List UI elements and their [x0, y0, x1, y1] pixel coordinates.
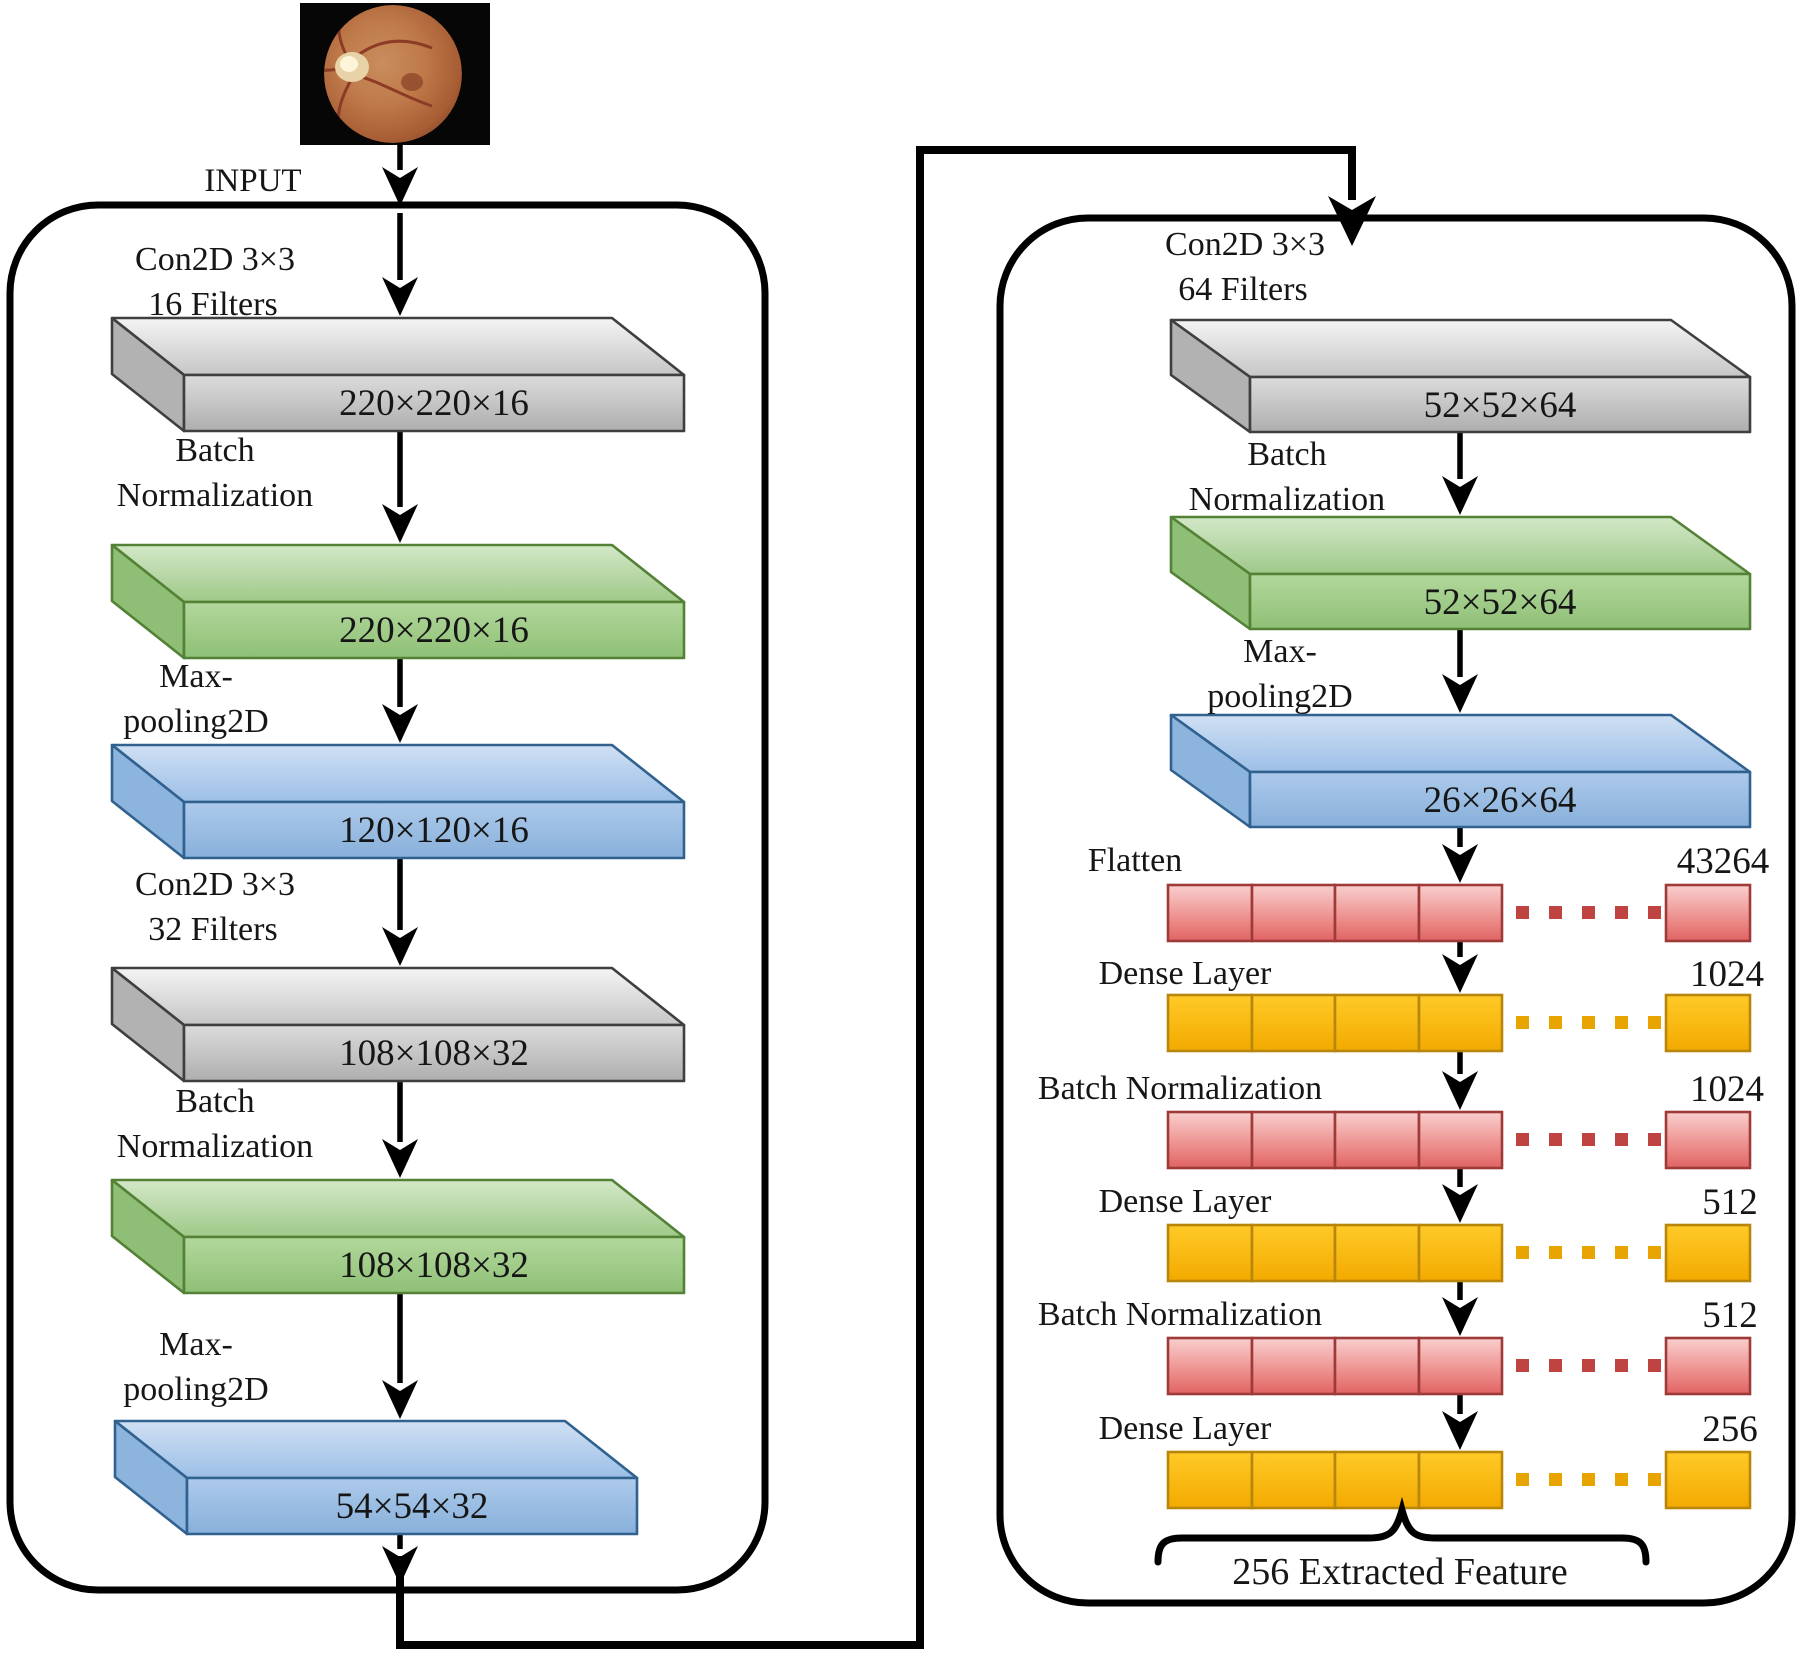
panel-connector-line [396, 146, 1376, 1649]
dense3-units: 256 [1702, 1409, 1758, 1450]
right-conv-dim: 52×52×64 [1423, 385, 1577, 426]
output-brace [1154, 1496, 1650, 1566]
bn2-slab [110, 1178, 686, 1295]
left-conv1-dim: 220×220×16 [339, 383, 529, 424]
left-pool1-label-line2: pooling2D [123, 703, 269, 740]
optic-disc-highlight [340, 56, 358, 72]
pool3-slab [1169, 713, 1752, 829]
dense2-ellipsis-dots [1516, 1246, 1661, 1259]
bn5-units: 512 [1702, 1295, 1758, 1336]
right-bn-dim: 52×52×64 [1423, 582, 1577, 623]
dense1-units: 1024 [1690, 954, 1764, 995]
flatten-units: 43264 [1676, 841, 1770, 882]
bn4-units: 1024 [1690, 1069, 1764, 1110]
left-bn2-dim: 108×108×32 [339, 1245, 529, 1286]
conv3-slab [1169, 318, 1752, 434]
bn5-ellipsis-dots [1516, 1359, 1661, 1372]
dense3-label: Dense Layer [1098, 1410, 1272, 1447]
conv2-slab [110, 966, 686, 1083]
left-bn1-dim: 220×220×16 [339, 610, 529, 651]
bn5-bar [1166, 1336, 1752, 1396]
right-bn-label-line2: Normalization [1188, 481, 1386, 518]
dense2-units: 512 [1702, 1182, 1758, 1223]
left-conv1-label-line2: 16 Filters [148, 286, 278, 323]
left-conv1-label-line1: Con2D 3×3 [135, 241, 295, 278]
pool2-slab [113, 1419, 639, 1536]
left-bn2-label-line1: Batch [175, 1083, 255, 1120]
flatten-label: Flatten [1087, 842, 1183, 879]
dense1-label: Dense Layer [1098, 955, 1272, 992]
retina-input-image [300, 3, 490, 145]
right-conv-label-line1: Con2D 3×3 [1165, 226, 1325, 263]
bn3-slab [1169, 515, 1752, 631]
left-bn2-label-line2: Normalization [116, 1128, 314, 1165]
bn4-bar [1166, 1110, 1752, 1170]
extracted-feature-label: 256 Extracted Feature [1232, 1551, 1568, 1593]
right-pool-label-line2: pooling2D [1207, 678, 1353, 715]
left-conv2-label-line2: 32 Filters [148, 911, 278, 948]
bn4-ellipsis-dots [1516, 1133, 1661, 1146]
bn4-label: Batch Normalization [1037, 1070, 1323, 1107]
left-pool1-label-line1: Max- [159, 658, 233, 695]
macula-spot [401, 73, 423, 91]
right-conv-label-line2: 64 Filters [1178, 271, 1308, 308]
dense3-bar [1166, 1450, 1752, 1510]
right-pool-dim: 26×26×64 [1423, 780, 1577, 821]
input-label: INPUT [204, 163, 302, 199]
right-panel-outline [996, 214, 1796, 1607]
fundus-circle [324, 5, 462, 143]
left-conv2-dim: 108×108×32 [339, 1033, 529, 1074]
flatten-bar [1166, 883, 1752, 943]
dense2-bar [1166, 1223, 1752, 1283]
left-bn1-label-line1: Batch [175, 432, 255, 469]
left-pool1-dim: 120×120×16 [339, 810, 529, 851]
dense2-label: Dense Layer [1098, 1183, 1272, 1220]
bn1-slab [110, 543, 686, 660]
left-pool2-label-line2: pooling2D [123, 1371, 269, 1408]
right-pool-label-line1: Max- [1243, 633, 1317, 670]
dense3-ellipsis-dots [1516, 1473, 1661, 1486]
right-bn-label-line1: Batch [1247, 436, 1327, 473]
left-bn1-label-line2: Normalization [116, 477, 314, 514]
left-pool2-label-line1: Max- [159, 1326, 233, 1363]
left-conv2-label-line1: Con2D 3×3 [135, 866, 295, 903]
dense1-bar [1166, 993, 1752, 1053]
bn5-label: Batch Normalization [1037, 1296, 1323, 1333]
conv1-slab [110, 316, 686, 433]
flatten-ellipsis-dots [1516, 906, 1661, 919]
dense1-ellipsis-dots [1516, 1016, 1661, 1029]
left-pool2-dim: 54×54×32 [335, 1486, 489, 1527]
pool1-slab [110, 743, 686, 860]
